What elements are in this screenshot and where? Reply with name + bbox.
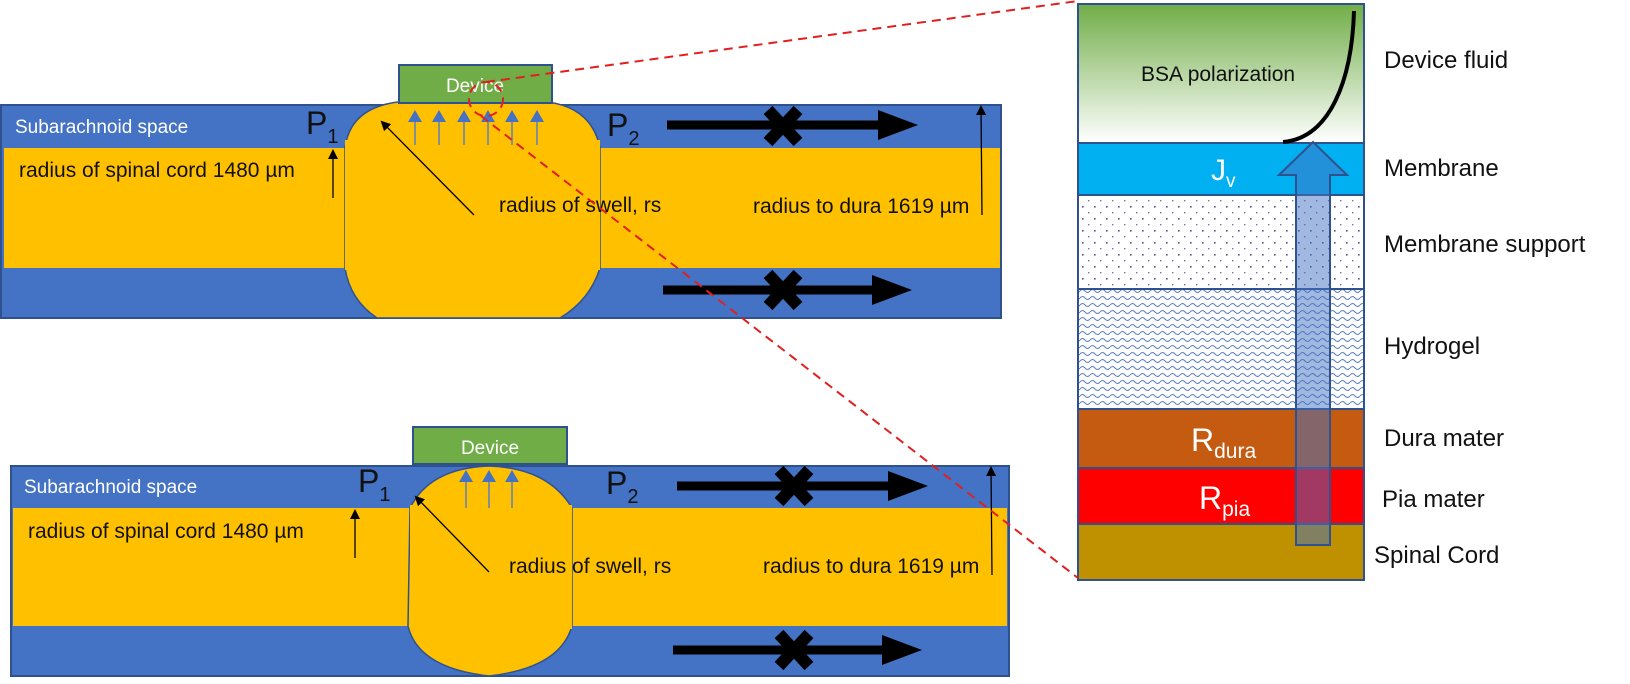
layer-label-dura-mater: Dura mater (1384, 425, 1504, 452)
bottom-p1-main: P (358, 463, 379, 499)
bottom-flux-arrows (459, 470, 519, 508)
r-pia-sub: pia (1222, 498, 1250, 521)
layer-label-membrane-support: Membrane support (1384, 231, 1586, 258)
blocked-x-icon (774, 465, 814, 507)
top-p1-sub: 1 (327, 126, 338, 148)
jv-label: Jv (1211, 154, 1236, 192)
blocked-flow-arrow-top (677, 465, 928, 507)
blocked-flow-arrow-bottom (673, 629, 922, 671)
top-p1-main: P (306, 105, 327, 141)
bottom-dura-radius-arrow (986, 466, 997, 576)
jv-sub: v (1226, 171, 1236, 192)
bottom-p2-sub: 2 (627, 486, 638, 508)
layer-label-spinal-cord: Spinal Cord (1374, 542, 1499, 569)
blocked-x-icon (774, 629, 814, 671)
bottom-swell-radius-arrow (414, 495, 490, 573)
blocked-flow-arrow-top (667, 105, 918, 147)
top-swell-radius-label: radius of swell, rs (499, 194, 661, 217)
bottom-device (412, 426, 568, 465)
bsa-polarization-curve (1282, 10, 1356, 144)
bsa-polarization-label: BSA polarization (1141, 63, 1295, 86)
blocked-x-icon (763, 105, 803, 147)
bottom-device-label: Device (461, 438, 519, 459)
top-p2-main: P (607, 107, 628, 143)
bottom-cord-radius-label: radius of spinal cord 1480 µm (28, 520, 304, 543)
bottom-panel: Device Subarachnoid space P1 P2 radius o… (10, 426, 1010, 677)
top-p2-sub: 2 (628, 128, 639, 150)
r-dura-sub: dura (1214, 440, 1256, 463)
top-device (398, 64, 553, 104)
layer-label-hydrogel: Hydrogel (1384, 333, 1480, 360)
layer-device-fluid (1077, 3, 1365, 144)
bottom-p1-label: P1 (358, 463, 390, 506)
layer-label-membrane: Membrane (1384, 155, 1499, 182)
layer-panel: BSA polarization Jv Rdura Rpia Device fl… (1077, 3, 1586, 581)
top-cord-radius-label: radius of spinal cord 1480 µm (19, 159, 295, 182)
jv-main: J (1211, 154, 1226, 187)
jv-flux-arrow (1276, 140, 1350, 546)
blocked-flow-arrow-bottom (663, 269, 912, 311)
layer-label-device-fluid: Device fluid (1384, 47, 1508, 74)
bottom-p2-label: P2 (606, 465, 638, 508)
bottom-p2-main: P (606, 465, 627, 501)
zoom-line-lower (480, 115, 1079, 579)
top-p2-label: P2 (607, 107, 639, 150)
zoom-line-upper (485, 0, 1079, 83)
bottom-p1-sub: 1 (379, 484, 390, 506)
layer-label-pia-mater: Pia mater (1382, 486, 1485, 513)
bottom-subarachnoid-label: Subarachnoid space (24, 477, 197, 498)
r-dura-main: R (1191, 422, 1214, 458)
top-swell-radius-arrow (380, 120, 475, 216)
top-dura-radius-arrow (976, 105, 987, 216)
top-dura-radius-label: radius to dura 1619 µm (753, 195, 969, 218)
top-panel: Device Subarachnoid space P1 P2 radius o… (0, 64, 1002, 319)
zoom-callout (468, 0, 1079, 579)
r-pia-label: Rpia (1199, 480, 1250, 521)
top-p1-label: P1 (306, 105, 338, 148)
r-dura-label: Rdura (1191, 422, 1256, 463)
top-subarachnoid-label: Subarachnoid space (15, 117, 188, 138)
bottom-dura-radius-label: radius to dura 1619 µm (763, 555, 979, 578)
blocked-x-icon (763, 269, 803, 311)
r-pia-main: R (1199, 480, 1222, 516)
bottom-swell-radius-label: radius of swell, rs (509, 555, 671, 578)
